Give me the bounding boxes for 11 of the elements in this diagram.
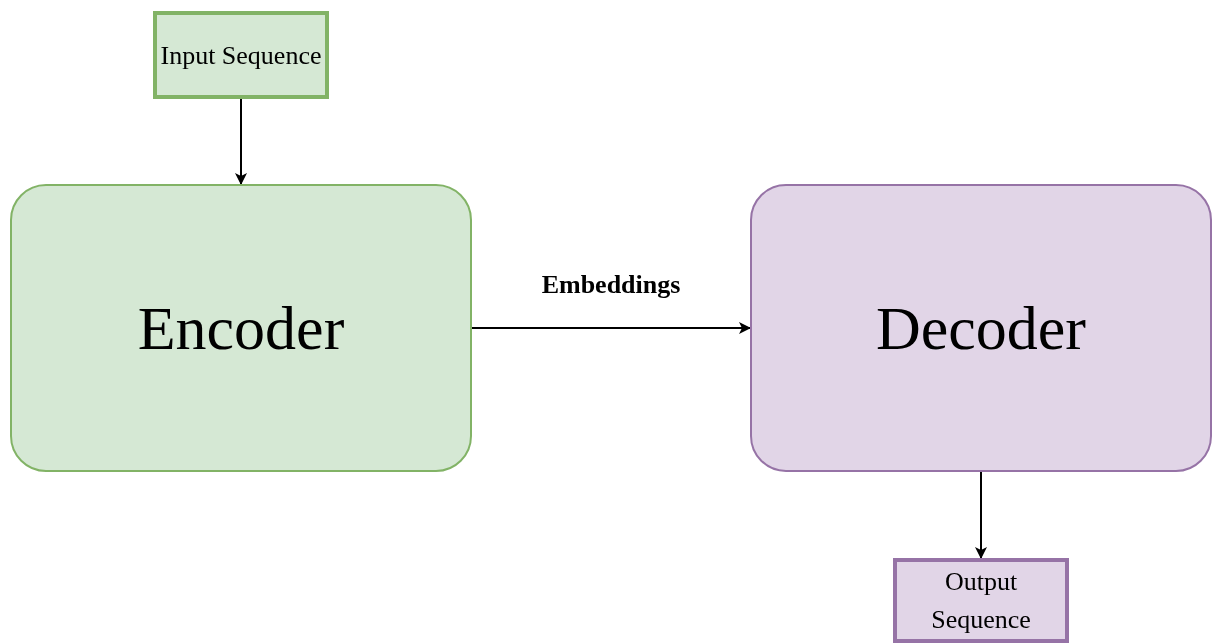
output-box <box>893 558 1069 643</box>
arrow <box>471 322 751 334</box>
encoder-box <box>10 184 472 472</box>
arrow <box>975 471 987 559</box>
input-box <box>153 11 329 99</box>
node-label: Encoder <box>137 292 345 364</box>
node-label: Output Sequence <box>930 565 1032 636</box>
node-label: Input Sequence <box>160 39 322 72</box>
arrow <box>235 98 247 185</box>
decoder-box <box>750 184 1212 472</box>
node-label: Decoder <box>876 292 1086 364</box>
